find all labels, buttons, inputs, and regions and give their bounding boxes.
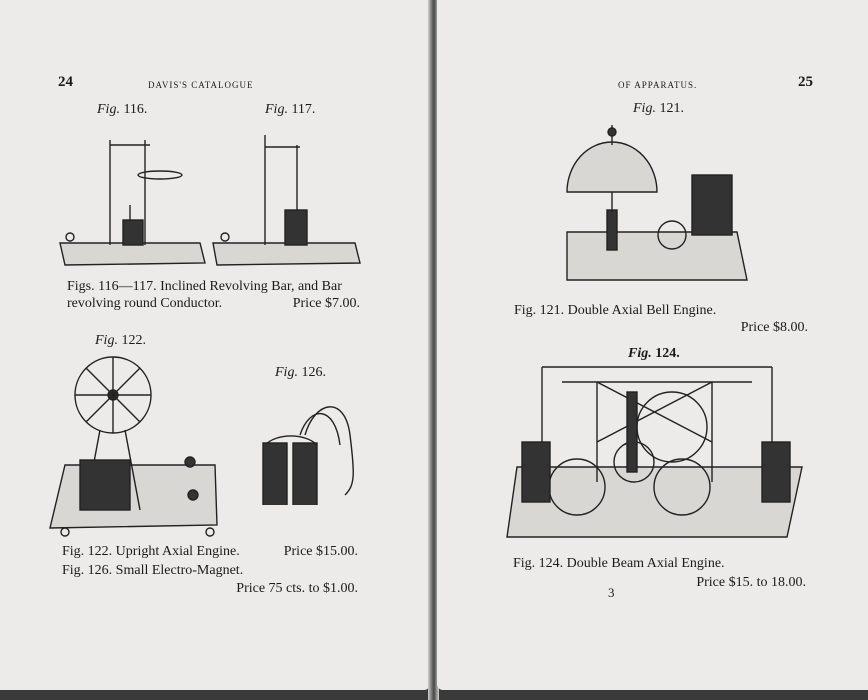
price-fig-116-117: Price $7.00. [292, 296, 360, 311]
price-fig-121: Price $8.00. [740, 320, 808, 335]
price-fig-124: Price $15. to 18.00. [696, 575, 806, 590]
figure-label-121: Fig. 121. [633, 101, 684, 116]
illustration-fig-124 [506, 366, 803, 538]
figure-label-126: Fig. 126. [275, 365, 326, 380]
running-head: Davis's Catalogue [148, 80, 254, 90]
price-fig-126: Price 75 cts. to $1.00. [236, 581, 358, 596]
right-page: of Apparatus. 25 Fig. 121. Fig. 121. Dou… [437, 0, 868, 690]
illustration-fig-121 [566, 125, 748, 281]
caption-fig-116-117-line1: Figs. 116—117. Inclined Revolving Bar, a… [67, 279, 342, 294]
caption-fig-126: Fig. 126. Small Electro-Magnet. [62, 563, 244, 578]
page-number: 25 [798, 74, 813, 90]
illustration-fig-116-117 [59, 135, 361, 266]
caption-fig-124: Fig. 124. Double Beam Axial Engine. [513, 556, 725, 571]
figure-label-117: Fig. 117. [265, 102, 316, 117]
illustration-fig-126 [262, 406, 354, 505]
page-number: 24 [58, 74, 73, 90]
book-gutter [428, 0, 439, 700]
figure-label-124: Fig. 124. [628, 346, 680, 361]
left-page: 24 Davis's Catalogue Fig. 116. Fig. 117.… [0, 0, 430, 690]
illustration-fig-122 [49, 356, 218, 537]
caption-fig-116-117-line2: revolving round Conductor. [67, 296, 223, 311]
price-fig-122: Price $15.00. [283, 544, 358, 559]
signature-mark: 3 [608, 585, 615, 600]
caption-fig-122: Fig. 122. Upright Axial Engine. [62, 544, 240, 559]
running-head: of Apparatus. [618, 80, 698, 90]
figure-label-116: Fig. 116. [97, 102, 148, 117]
caption-fig-121: Fig. 121. Double Axial Bell Engine. [514, 303, 717, 318]
figure-label-122: Fig. 122. [95, 333, 146, 348]
